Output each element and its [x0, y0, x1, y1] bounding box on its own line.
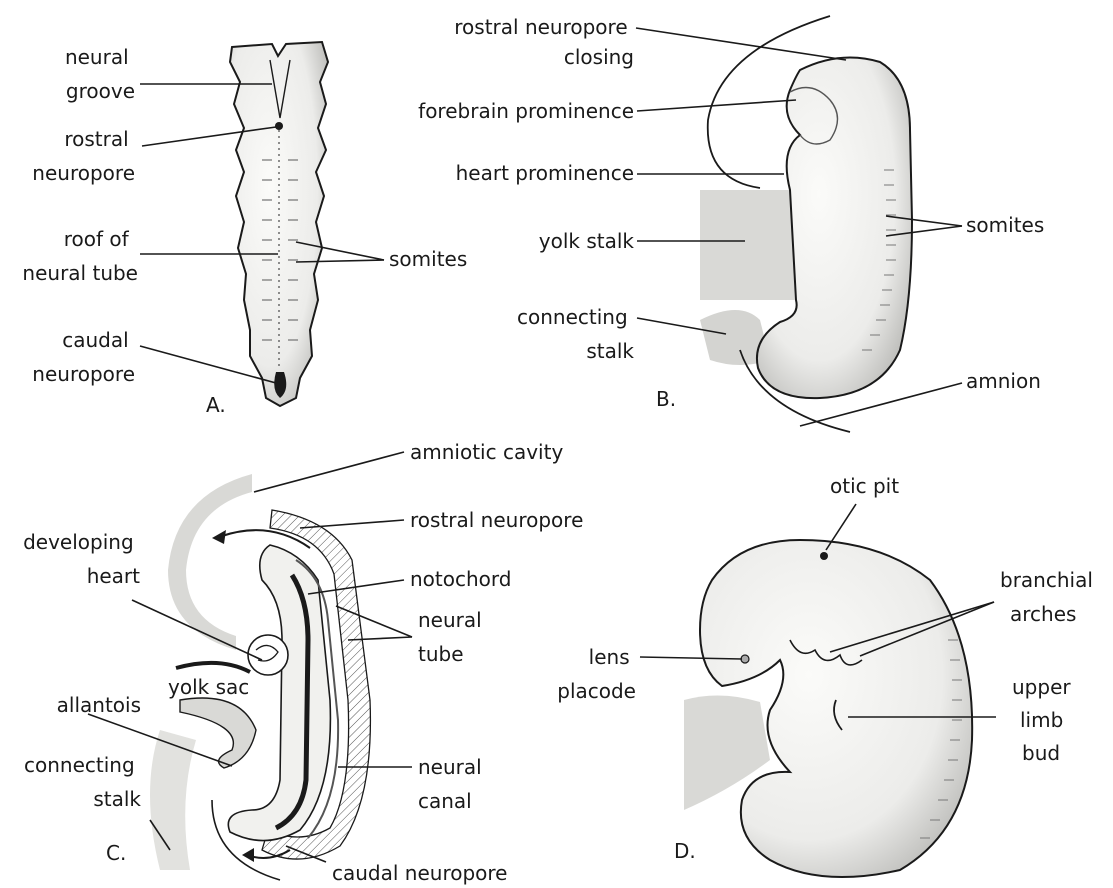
label-lens-placode: lens placode [557, 645, 636, 703]
label-forebrain-prominence: forebrain prominence [418, 99, 634, 123]
label-otic-pit: otic pit [830, 474, 899, 498]
embryo-a-body [230, 42, 328, 406]
label-neural-canal: neural canal [418, 755, 488, 813]
yolk-sac-boundary-c [176, 663, 250, 672]
label-somites-b: somites [966, 213, 1044, 237]
panel-b: rostral neuropore closing forebrain prom… [418, 15, 1044, 432]
label-yolk-sac: yolk sac [168, 675, 249, 699]
amnion-wall-c [168, 474, 252, 650]
label-branchial-arches: branchial arches [1000, 568, 1099, 626]
otic-pit-d [820, 552, 828, 560]
label-allantois: allantois [57, 693, 141, 717]
label-connecting-stalk-c: connecting stalk [24, 753, 141, 811]
yolk-stalk-b [700, 190, 795, 300]
label-connecting-stalk-b: connecting stalk [517, 305, 634, 363]
panel-a: neural groove rostral neuropore roof of … [22, 42, 467, 417]
heart-c [248, 635, 288, 675]
arrowhead-rostral-c [212, 530, 226, 544]
label-amniotic-cavity: amniotic cavity [410, 440, 563, 464]
label-caudal-neuropore-a: caudal neuropore [32, 328, 135, 386]
label-heart-prominence: heart prominence [456, 161, 634, 185]
label-amnion: amnion [966, 369, 1041, 393]
leader-rostral-neuropore-closing [636, 28, 846, 60]
label-developing-heart: developing heart [23, 530, 140, 588]
label-rostral-neuropore-c: rostral neuropore [410, 508, 583, 532]
label-neural-tube-c: neural tube [418, 608, 488, 666]
rostral-neuropore-a [275, 122, 283, 130]
panel-c-tag: C. [106, 841, 126, 865]
label-yolk-stalk: yolk stalk [539, 229, 635, 253]
arrowhead-caudal-c [242, 848, 254, 862]
leader-amniotic-cavity [254, 452, 404, 492]
lens-placode-d [741, 655, 749, 663]
panel-b-tag: B. [656, 387, 676, 411]
leader-forebrain [637, 100, 796, 111]
label-roof-neural-tube: roof of neural tube [22, 227, 138, 285]
leader-developing-heart [132, 600, 262, 660]
label-somites-a: somites [389, 247, 467, 271]
label-rostral-neuropore-closing: rostral neuropore closing [454, 15, 634, 69]
label-notochord: notochord [410, 567, 511, 591]
label-neural-groove: neural groove [65, 45, 135, 103]
panel-d: otic pit branchial arches lens placode u… [557, 474, 1099, 877]
label-caudal-neuropore-c: caudal neuropore [332, 861, 508, 885]
label-upper-limb-bud: upper limb bud [1012, 675, 1077, 765]
panel-c: amniotic cavity rostral neuropore develo… [23, 440, 583, 885]
panel-d-tag: D. [674, 839, 696, 863]
label-rostral-neuropore-a: rostral neuropore [32, 127, 135, 185]
panel-a-tag: A. [206, 393, 226, 417]
